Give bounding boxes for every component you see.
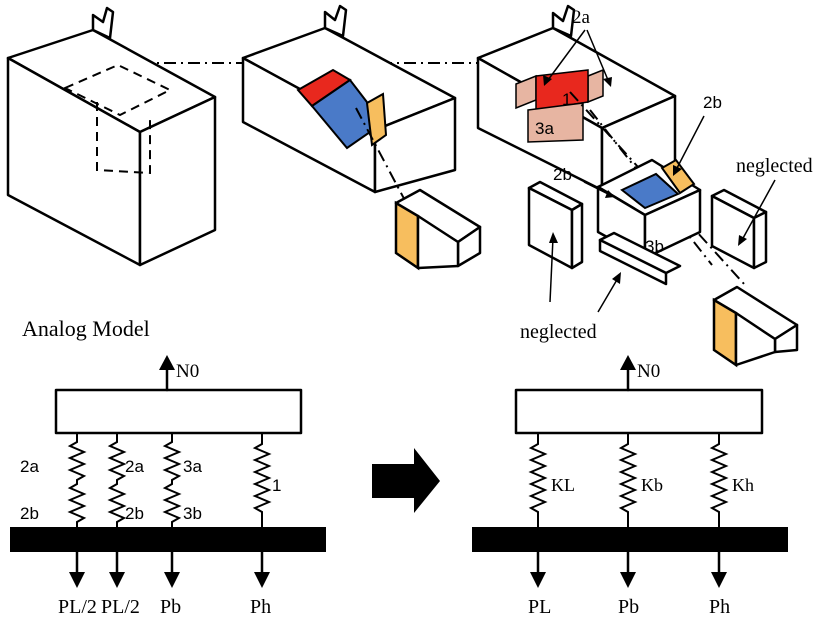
left-n0-arrow-head	[159, 355, 175, 370]
block-3-notch	[551, 4, 576, 38]
leader-neglected-right-head	[738, 235, 747, 246]
right-spring-Kb	[618, 433, 638, 527]
left-top-plate	[54, 388, 303, 435]
leader-neglected-left-head	[549, 232, 558, 243]
leader-2b-left	[583, 181, 611, 196]
bottom-plate-face	[598, 238, 668, 286]
leader-2a-right-head	[603, 77, 612, 87]
left-n0-label: N0	[176, 361, 199, 382]
right-spring-Kh	[709, 433, 729, 527]
left-load-arrow-3-head	[164, 572, 180, 588]
leader-2b-right	[675, 115, 705, 171]
channel-blue-face	[620, 172, 680, 210]
leader-neglected-bottom	[597, 277, 619, 313]
analog-model-title: Analog Model	[22, 316, 150, 341]
left-wall-end	[570, 202, 584, 270]
block-3-pink-right	[587, 68, 604, 104]
block-3: 2a 1 3a 3b 2b 2b neglected	[476, 4, 813, 368]
right-top-plate	[514, 388, 764, 435]
label-3a: 3a	[535, 119, 554, 138]
left-spring-2-top-label: 2a	[125, 457, 144, 476]
right-ground-bar	[472, 527, 788, 552]
leader-neglected-right	[741, 179, 776, 241]
block-2-front-face	[373, 96, 457, 194]
block-2-axis	[355, 107, 411, 211]
right-spring-KL	[528, 433, 548, 527]
label-2b-left: 2b	[553, 165, 572, 184]
left-load-arrow-4-head	[254, 572, 270, 588]
left-spring-2-bottom-label: 2b	[125, 504, 144, 523]
right-spring-Kh-label: Kh	[732, 475, 754, 495]
left-ground-bar	[10, 527, 326, 552]
block-1-cavity-top	[62, 63, 173, 117]
leader-neglected-bottom-head	[612, 272, 621, 284]
left-load-arrow-2-head	[109, 572, 125, 588]
right-load-arrow-Ph-head	[711, 572, 727, 588]
block-1-front-face	[138, 95, 217, 267]
block-2	[241, 4, 482, 271]
right-load-arrow-Pb-head	[620, 572, 636, 588]
left-spring-1-top-label: 2a	[20, 457, 39, 476]
right-spring-Kb-label: Kb	[641, 475, 663, 495]
left-load-1-label: PL/2	[58, 596, 97, 618]
right-load-PL-label: PL	[528, 596, 551, 618]
right-load-Pb-label: Pb	[618, 596, 639, 618]
leader-2a-left	[547, 29, 586, 81]
leader-2b-right-head	[673, 165, 682, 176]
left-spring-2	[107, 433, 127, 527]
label-1: 1	[562, 90, 571, 109]
left-model: N0 2a 2b 2a 2b 3a 3b 1 PL/2 PL/2 Pb Ph	[10, 355, 326, 618]
right-u-end	[752, 210, 768, 270]
leader-2b-left-head	[605, 190, 615, 198]
label-neglected-right: neglected	[736, 155, 813, 177]
transition-arrow	[372, 448, 440, 513]
left-load-arrow-1-head	[69, 572, 85, 588]
left-load-4-label: Ph	[250, 596, 271, 618]
left-spring-3-bottom-label: 3b	[183, 504, 202, 523]
right-n0-arrow-head	[620, 355, 636, 370]
left-load-3-label: Pb	[160, 596, 181, 618]
block-2-piece-side	[416, 214, 460, 270]
right-n0-label: N0	[637, 361, 660, 382]
leader-neglected-left	[549, 237, 554, 303]
left-spring-3-top-label: 3a	[183, 457, 202, 476]
left-spring-1	[67, 433, 87, 527]
block-1	[6, 6, 217, 267]
channel-front	[643, 188, 702, 260]
right-load-Ph-label: Ph	[709, 596, 730, 618]
left-spring-4-label: 1	[272, 476, 281, 495]
label-neglected-bottom: neglected	[520, 321, 597, 343]
block-3-piece-orange	[712, 297, 738, 368]
block-3-pink-bottom	[527, 102, 584, 143]
leader-2a-left-head	[543, 75, 552, 86]
right-load-arrow-PL-head	[530, 572, 546, 588]
left-spring-1-bottom-label: 2b	[20, 504, 39, 523]
label-2a-top: 2a	[572, 7, 591, 28]
leader-2a-right	[586, 29, 609, 81]
channel-orange-face	[660, 158, 696, 195]
right-spring-KL-label: KL	[551, 475, 575, 495]
right-model: N0 KL Kb Kh PL Pb Ph	[472, 355, 788, 618]
label-2b-right: 2b	[703, 93, 722, 112]
block-1-notch	[91, 6, 115, 40]
block-2-notch	[323, 4, 348, 38]
block-2-orange-face	[365, 92, 388, 147]
left-spring-3	[162, 433, 182, 527]
block-3-piece-side	[734, 311, 777, 367]
block-2-piece-orange	[394, 200, 420, 271]
left-load-2-label: PL/2	[101, 596, 140, 618]
left-spring-4	[252, 433, 272, 527]
block-1-cavity-depth	[96, 102, 151, 175]
